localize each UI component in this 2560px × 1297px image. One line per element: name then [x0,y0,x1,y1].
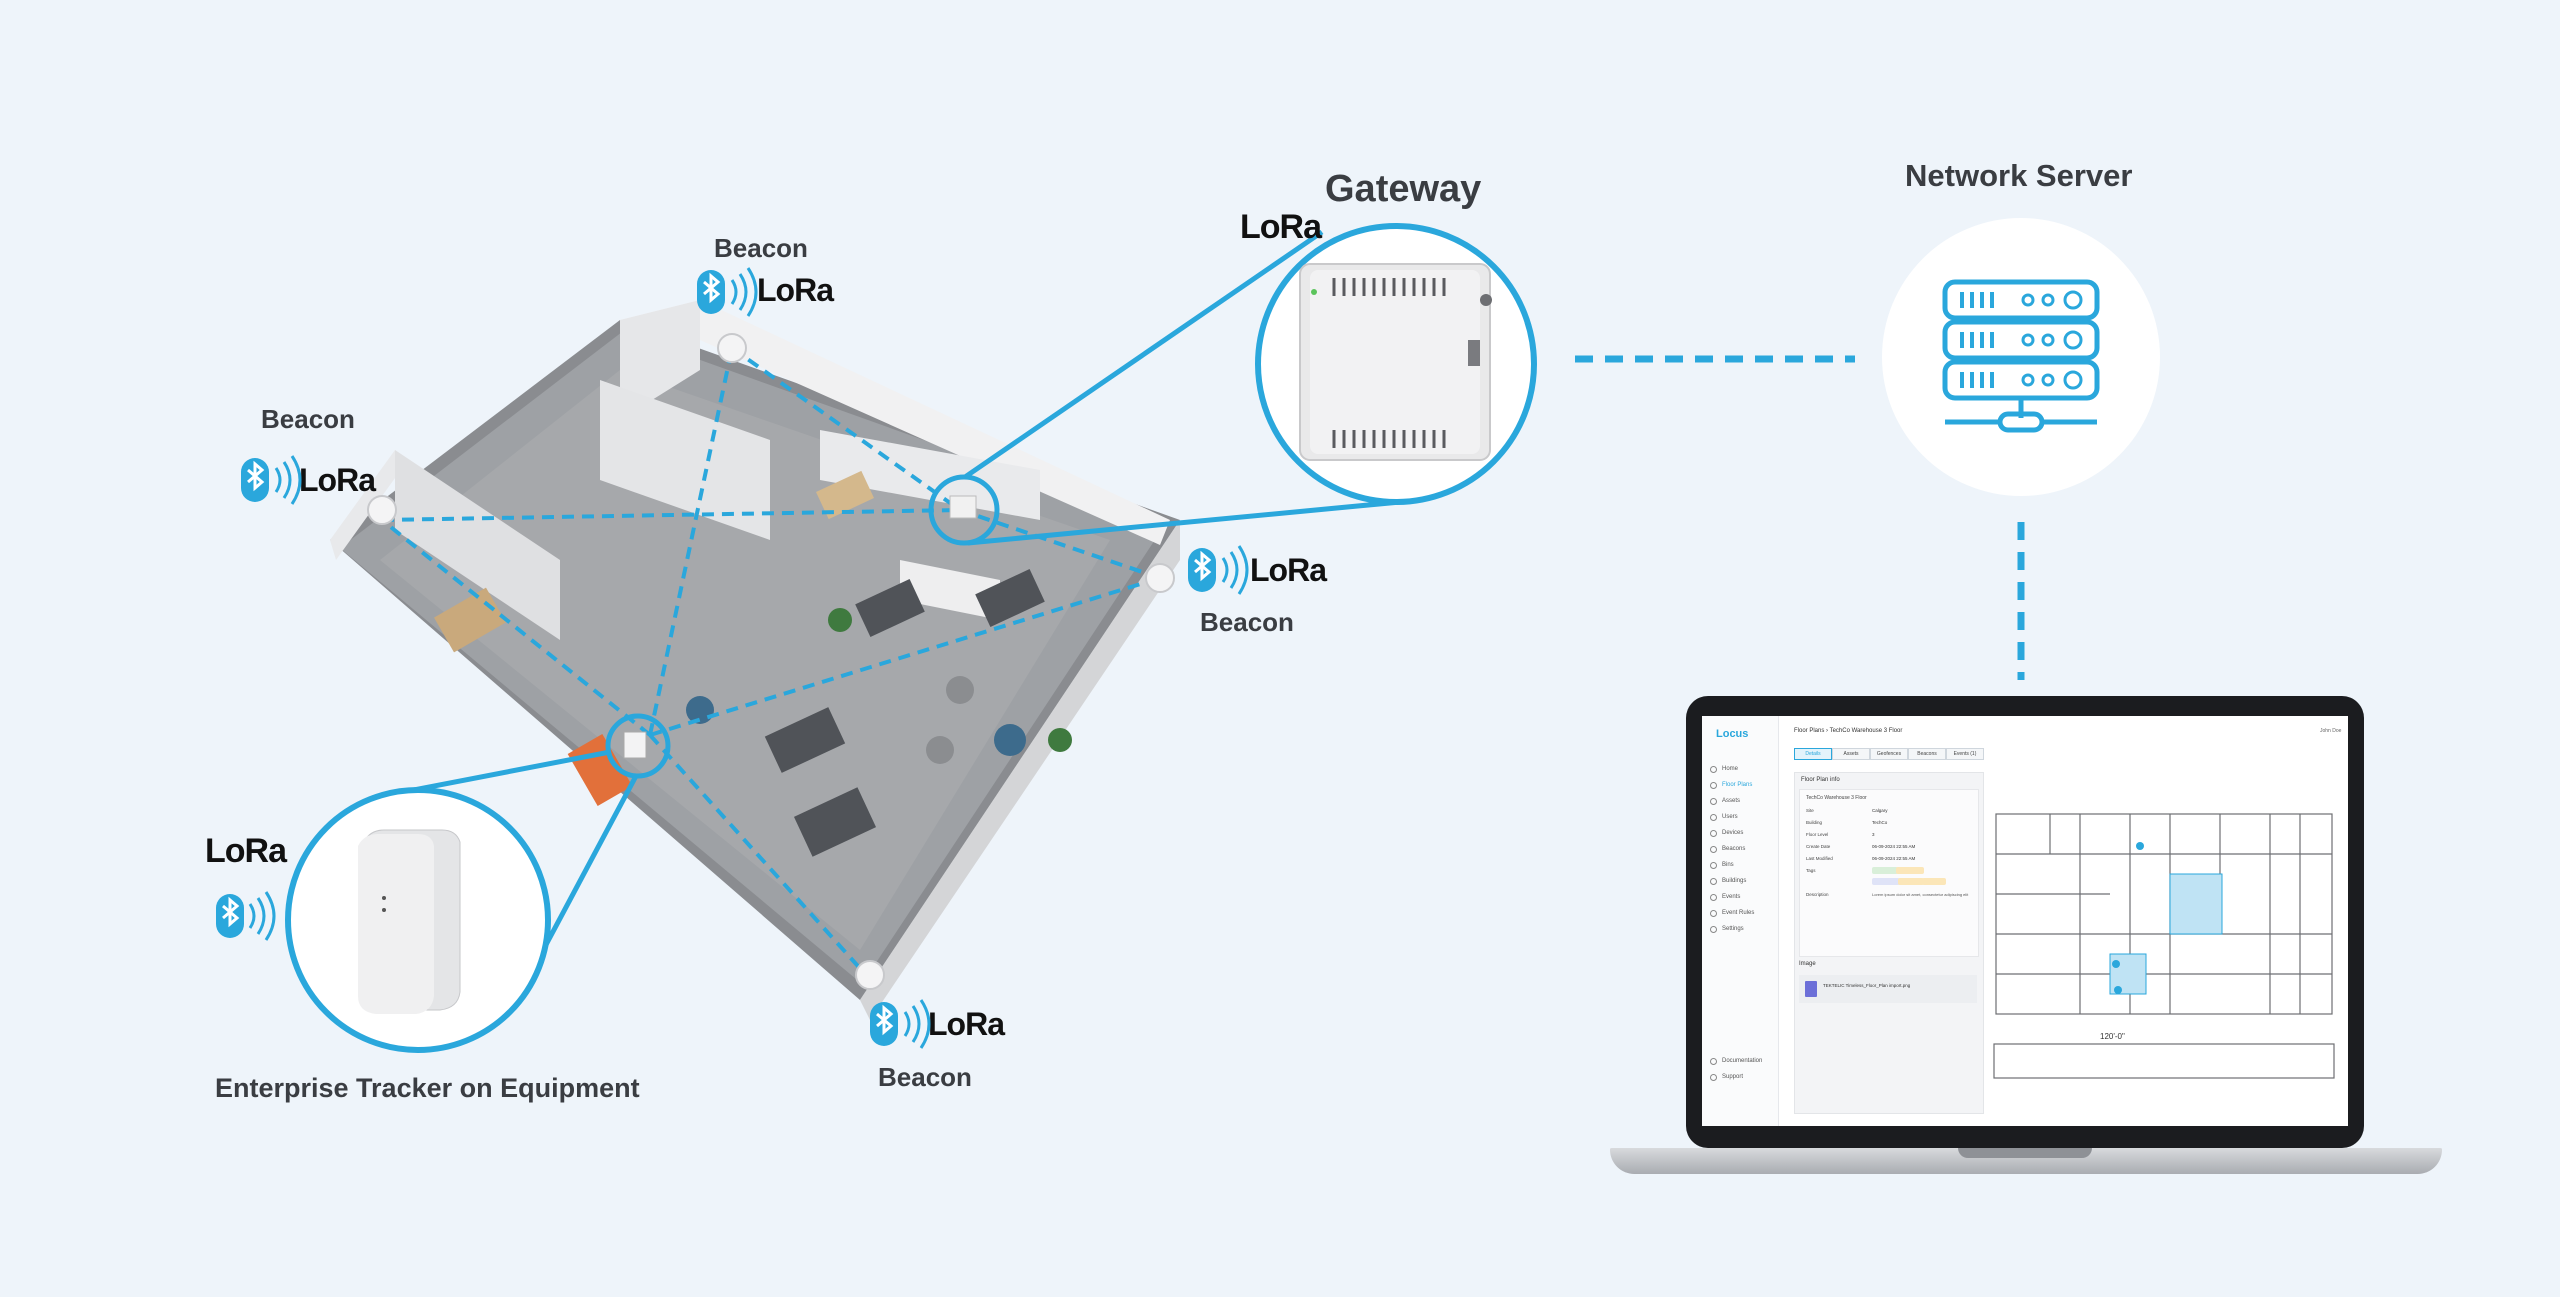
beacon-right-label: Beacon [1200,607,1294,637]
app-logo: Locus [1716,728,1749,740]
image-section-title: Image [1799,961,1816,967]
bluetooth-icon [1188,548,1216,592]
tag-chip [1922,878,1946,885]
devices-icon [1710,830,1717,837]
file-name: TEKTELIC Timeless_Floor_Plan import.png [1823,983,1911,988]
tag-chip [1872,878,1900,885]
sidebar-item-home[interactable]: Home [1722,766,1739,772]
events-icon [1710,894,1717,901]
bluetooth-icon [697,270,725,314]
sidebar-item-users[interactable]: Users [1722,814,1738,820]
tag-chip [1898,878,1924,885]
image-file[interactable]: TEKTELIC Timeless_Floor_Plan import.png [1799,975,1977,1003]
sidebar-item-event-rules[interactable]: Event Rules [1722,910,1755,916]
laptop-notch [1958,1148,2092,1158]
server-icon [1882,218,2160,496]
scale-label: 120'-0" [2100,1032,2125,1041]
field-row: Description [1806,892,1829,897]
settings-icon [1710,926,1717,933]
bins-icon [1710,862,1717,869]
panel-title: Floor Plan info [1801,777,1840,783]
tab-details[interactable]: Details [1794,748,1832,760]
lora-icon: LoRa [205,832,287,870]
floor-plan-info-panel: Floor Plan info TechCo Warehouse 3 Floor… [1794,772,1984,1114]
floor-plan-drawing [1993,813,2335,1079]
event-rules-icon [1710,910,1717,917]
sidebar-item-documentation[interactable]: Documentation [1722,1058,1763,1064]
file-icon [1805,981,1817,997]
network-server-label: Network Server [1905,158,2133,193]
user-menu[interactable]: John Doe [2320,728,2342,734]
sidebar-item-events[interactable]: Events [1722,894,1741,900]
beacon-devices [367,333,1175,990]
tab-events[interactable]: Events (1) [1946,748,1984,760]
lora-icon: LoRa [1250,552,1327,588]
app-sidebar: Locus Home Floor Plans Assets Users Devi… [1702,716,1779,1126]
gateway-label: Gateway [1325,168,1482,210]
support-icon [1710,1074,1717,1081]
lora-icon: LoRa [928,1006,1005,1042]
assets-icon [1710,798,1717,805]
buildings-icon [1710,878,1717,885]
lora-icon: LoRa [1240,208,1322,246]
sidebar-item-settings[interactable]: Settings [1722,926,1744,932]
tab-beacons[interactable]: Beacons [1908,748,1946,760]
sidebar-item-devices[interactable]: Devices [1722,830,1744,836]
beacon-bottom-label: Beacon [878,1062,972,1092]
card-title: TechCo Warehouse 3 Floor [1806,795,1867,801]
gateway-callout [928,223,1537,546]
beacon-top-label: Beacon [714,233,808,263]
beacons-icon [1710,846,1717,853]
lora-icon: LoRa [757,272,834,308]
tracker-callout [285,713,671,1053]
bluetooth-icon [241,458,269,502]
sidebar-item-floor-plans[interactable]: Floor Plans [1722,782,1753,788]
floor-plans-icon [1710,782,1717,789]
tag-chip [1872,867,1898,874]
beacon-links [380,346,1161,977]
bluetooth-icon [870,1002,898,1046]
tag-chip [1896,867,1924,874]
tab-geofences[interactable]: Geofences [1870,748,1908,760]
field-row: Tags [1806,868,1816,873]
lora-icon: LoRa [299,462,376,498]
sidebar-item-buildings[interactable]: Buildings [1722,878,1747,884]
beacon-left-label: Beacon [261,404,355,434]
tab-assets[interactable]: Assets [1832,748,1870,760]
users-icon [1710,814,1717,821]
tracker-label: Enterprise Tracker on Equipment [215,1073,640,1103]
description-text: Lorem ipsum dolor sit amet, consectetur … [1872,892,1969,897]
bluetooth-icon [216,894,244,938]
sidebar-item-assets[interactable]: Assets [1722,798,1741,804]
sidebar-item-bins[interactable]: Bins [1722,862,1734,868]
sidebar-item-support[interactable]: Support [1722,1074,1744,1080]
documentation-icon [1710,1058,1717,1065]
sidebar-item-beacons[interactable]: Beacons [1722,846,1746,852]
floor-plan-map[interactable]: 120'-0" [1990,754,2340,1084]
breadcrumb: Floor Plans › TechCo Warehouse 3 Floor [1794,728,1903,734]
laptop-screen: Locus Home Floor Plans Assets Users Devi… [1702,716,2348,1126]
home-icon [1710,766,1717,773]
